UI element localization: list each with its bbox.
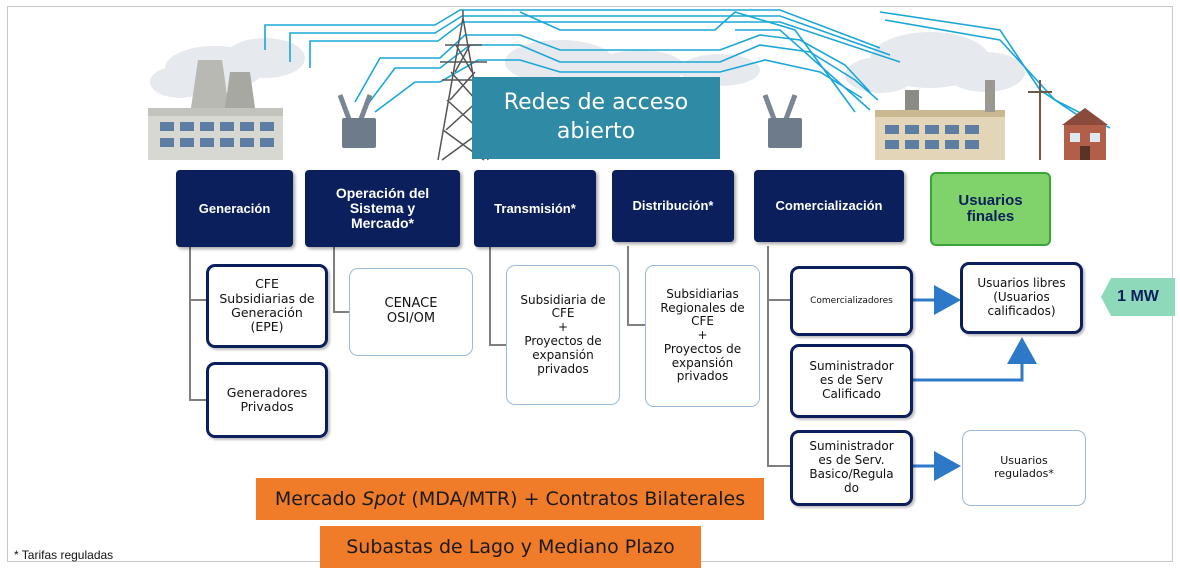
box-suministradores-basico-line: Suministrador	[809, 439, 894, 454]
box-cenace: CENACE OSI/OM	[349, 268, 473, 356]
box-suministradores-calificado-line: es de Serv	[819, 373, 884, 388]
footnote: * Tarifas reguladas	[14, 548, 114, 562]
box-comercializadores: Comercializadores	[790, 266, 913, 336]
connector-operacion	[333, 246, 349, 313]
box-cfe-generacion-line: Generación	[231, 305, 303, 320]
header-transmision: Transmisión*	[474, 170, 596, 247]
banner-line-2: abierto	[556, 119, 636, 144]
box-cenace-line: OSI/OM	[386, 311, 436, 326]
connector-distribucion	[627, 246, 645, 326]
box-generadores-privados-line: Privados	[240, 399, 294, 414]
industrial-building-right	[875, 80, 1005, 160]
box-usuarios-libres-line: (Usuarios	[993, 290, 1050, 305]
box-cenace-line: CENACE	[384, 296, 438, 312]
market-spot-pre: Mercado	[274, 488, 363, 510]
box-transmision-line: expansión	[532, 347, 594, 362]
box-suministradores-calificado-line: Suministrador	[809, 359, 894, 374]
header-usuarios-finales: Usuarios finales	[930, 172, 1051, 246]
connector-comercializacion	[767, 246, 790, 467]
header-operacion-line-1: Operación del	[335, 185, 430, 202]
header-usuarios-finales-line-2: finales	[966, 208, 1015, 225]
box-distribucion-line: expansión	[671, 355, 734, 370]
market-spot-em: Spot	[362, 488, 406, 510]
box-transmision-line: Proyectos de	[524, 334, 602, 348]
box-distribucion-line: CFE	[691, 314, 714, 329]
arrow-calificado-libres	[913, 337, 1037, 382]
header-operacion-line-2: Sistema y	[349, 200, 416, 217]
box-cfe-generacion: CFE Subsidiarias de Generación (EPE)	[206, 264, 328, 348]
box-distribucion-line: Regionales de	[660, 300, 745, 315]
box-distribucion: Subsidiarias Regionales de CFE + Proyect…	[645, 265, 760, 407]
box-usuarios-libres-line: Usuarios libres	[977, 276, 1066, 291]
market-subastas-label: Subastas de Lago y Mediano Plazo	[346, 536, 675, 558]
box-transmision-line: Subsidiaria de	[520, 292, 606, 307]
box-distribucion-line: privados	[676, 369, 729, 384]
box-distribucion-line: +	[697, 328, 708, 343]
power-plant-left	[148, 60, 283, 160]
box-transmision-line: privados	[537, 361, 589, 376]
box-usuarios-regulados: Usuarios regulados*	[962, 430, 1086, 506]
banner-line-1: Redes de acceso	[503, 90, 689, 116]
box-suministradores-basico-line: do	[844, 480, 859, 495]
box-usuarios-regulados-line: regulados*	[994, 467, 1054, 480]
box-suministradores-basico-line: Basico/Regula	[809, 467, 894, 481]
transmission-tower	[437, 10, 489, 161]
header-operacion-line-3: Mercado*	[350, 214, 415, 231]
header-comercializacion: Comercialización	[754, 170, 904, 242]
market-subastas-bar: Subastas de Lago y Mediano Plazo	[320, 526, 701, 568]
connector-generacion	[189, 246, 206, 401]
box-distribucion-line: Proyectos de	[663, 341, 742, 356]
box-suministradores-calificado-line: Calificado	[822, 386, 881, 401]
box-usuarios-libres: Usuarios libres (Usuarios calificados)	[960, 262, 1083, 334]
box-transmision-line: CFE	[551, 306, 575, 321]
threshold-badge: 1 MW	[1101, 278, 1175, 316]
header-generacion-label: Generación	[198, 200, 271, 216]
header-operacion: Operación del Sistema y Mercado*	[305, 170, 460, 247]
box-cfe-generacion-line: Subsidiarias de	[219, 290, 315, 306]
box-cfe-generacion-line: CFE	[255, 276, 279, 292]
header-transmision-label: Transmisión*	[494, 200, 576, 216]
box-cfe-generacion-line: (EPE)	[250, 319, 284, 335]
box-generadores-privados: Generadores Privados	[206, 362, 328, 438]
utility-pole	[1028, 80, 1052, 160]
box-transmision-line: +	[557, 320, 569, 335]
box-suministradores-basico-line: es de Serv.	[818, 453, 885, 468]
box-transmision: Subsidiaria de CFE + Proyectos de expans…	[506, 265, 620, 405]
market-spot-post: (MDA/MTR) + Contratos Bilaterales	[405, 488, 746, 510]
box-suministradores-basico: Suministrador es de Serv. Basico/Regula …	[790, 430, 913, 506]
house	[1062, 108, 1108, 160]
header-distribucion-label: Distribución*	[632, 198, 714, 214]
header-generacion: Generación	[176, 170, 293, 247]
box-usuarios-regulados-line: Usuarios	[1000, 454, 1048, 468]
box-generadores-privados-line: Generadores	[226, 384, 308, 400]
header-usuarios-finales-line-1: Usuarios	[958, 191, 1023, 209]
open-access-networks-banner: Redes de acceso abierto	[472, 77, 720, 159]
market-spot-bar: Mercado Spot (MDA/MTR) + Contratos Bilat…	[256, 478, 764, 520]
header-comercializacion-label: Comercialización	[775, 198, 883, 214]
box-usuarios-libres-line: calificados)	[987, 303, 1056, 318]
connector-transmision	[489, 246, 506, 346]
box-suministradores-calificado: Suministrador es de Serv Calificado	[790, 344, 913, 418]
transformer-left	[337, 94, 376, 148]
box-distribucion-line: Subsidiarias	[666, 286, 739, 301]
header-distribucion: Distribución*	[612, 170, 734, 242]
box-comercializadores-label: Comercializadores	[810, 295, 893, 306]
transformer-right	[762, 94, 802, 148]
